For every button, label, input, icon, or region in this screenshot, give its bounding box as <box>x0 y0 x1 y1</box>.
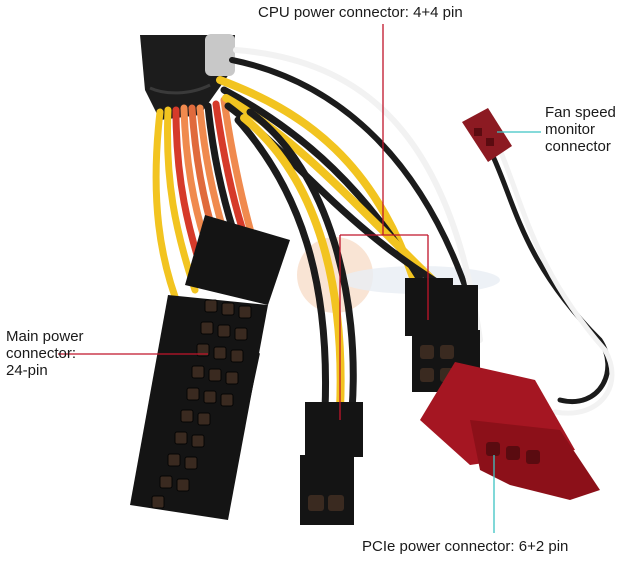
fan-speed-connector <box>462 108 512 162</box>
fan-label-line: connector <box>545 138 611 155</box>
main-label-line: 24-pin <box>6 362 48 379</box>
main-label-line: connector: <box>6 345 77 362</box>
pcie-6pin-connector <box>420 362 600 500</box>
main-connector-label: Main power connector: 24-pin <box>6 328 84 379</box>
cpu-connector-label: CPU power connector: 4+4 pin <box>258 4 463 21</box>
main-label-line: Main power <box>6 328 84 345</box>
leader-lines <box>58 24 541 533</box>
main-24pin-connector <box>130 215 290 520</box>
fan-label-line: monitor <box>545 121 596 138</box>
pcie-connector-label: PCIe power connector: 6+2 pin <box>362 538 569 555</box>
cable-sleeve <box>140 34 235 120</box>
fan-label-line: Fan speed <box>545 104 616 121</box>
pcie-2pin-connector <box>300 402 363 525</box>
cpu-leader-line <box>339 24 429 420</box>
fan-connector-label: Fan speed monitor connector <box>545 104 616 155</box>
